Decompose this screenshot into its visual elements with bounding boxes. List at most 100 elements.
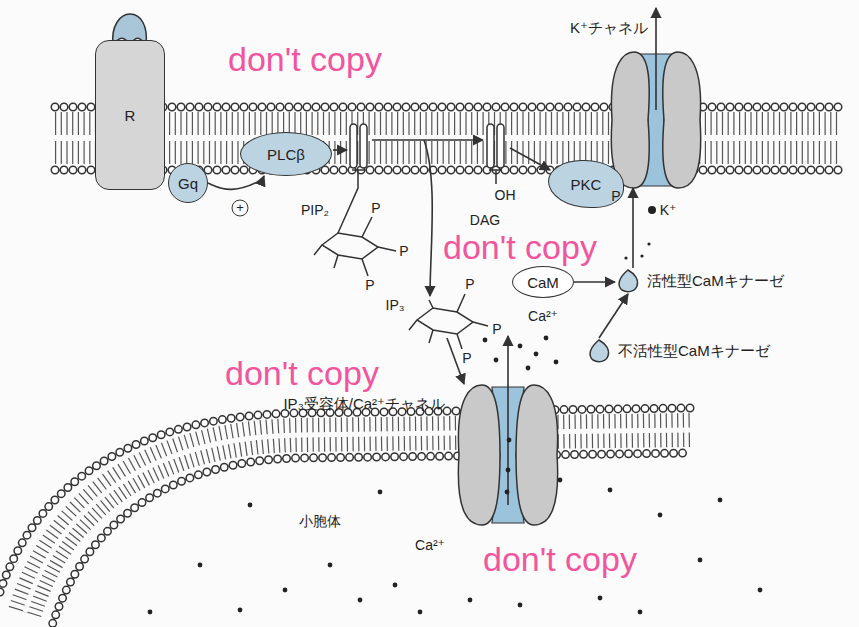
molecule-shape: CaM	[512, 266, 574, 298]
node-label: PKC	[571, 176, 602, 193]
callout-label: IP₃	[386, 297, 405, 313]
channel-node: IP₃受容体/Ca²⁺チャネル	[455, 385, 561, 525]
dot	[198, 563, 203, 568]
callout-label: P	[465, 276, 474, 292]
reaction-arrow	[510, 148, 550, 170]
watermark: don't copy	[228, 42, 382, 76]
callout-label: OH	[495, 187, 516, 203]
dot	[148, 610, 153, 615]
signal-arrow	[574, 281, 615, 283]
dot	[505, 490, 510, 495]
dot	[518, 344, 523, 349]
channel-subunit	[663, 52, 701, 188]
dot	[483, 338, 488, 343]
node-label: K⁺チャネル	[570, 19, 648, 38]
callout-label: P	[611, 188, 620, 204]
dot	[526, 366, 531, 371]
kinase-outline	[615, 268, 641, 294]
lipid-heads	[0, 408, 690, 592]
node-label: R	[125, 107, 136, 124]
callout-label: P	[365, 277, 374, 293]
kinase-shape: 活性型CaMキナーゼ	[615, 268, 784, 294]
plasma-membrane	[52, 107, 840, 170]
dot	[328, 563, 333, 568]
lipid-heads	[55, 104, 840, 110]
callout-label: P	[492, 321, 501, 337]
watermark: don't copy	[483, 542, 637, 576]
node-label: 活性型CaMキナーゼ	[647, 272, 784, 289]
channel-subunit	[611, 52, 649, 188]
kinase-body	[619, 270, 637, 292]
reaction-arrow	[424, 140, 432, 296]
dot	[598, 596, 603, 601]
dot	[698, 558, 703, 563]
callout-label: K⁺	[660, 202, 677, 218]
dot	[624, 256, 627, 259]
ion-flow-arrow	[507, 336, 509, 505]
lipid-tail	[487, 124, 494, 168]
inositol-ring	[314, 217, 396, 276]
er-membrane	[0, 408, 690, 627]
callout-label: +	[232, 200, 249, 217]
dot	[758, 588, 763, 593]
dot	[558, 478, 563, 483]
signal-arrow	[632, 188, 634, 268]
dot	[718, 498, 723, 503]
callout-label: P	[371, 200, 380, 216]
k-ion	[648, 206, 656, 214]
dot	[378, 490, 383, 495]
lipid-heads	[55, 103, 840, 112]
dot	[468, 598, 473, 603]
dot	[638, 610, 643, 615]
callout-label: DAG	[470, 212, 500, 228]
lipid-heads	[50, 453, 690, 627]
reaction-arrow	[447, 338, 464, 384]
glycerol-link	[338, 170, 365, 233]
dag-molecule	[487, 124, 504, 184]
dot	[358, 598, 363, 603]
node-label: Gq	[178, 175, 198, 192]
dot	[647, 242, 650, 245]
watermark: don't copy	[225, 356, 379, 390]
callout-label: PIP₂	[301, 202, 329, 218]
kinase-body	[590, 340, 608, 362]
signal-arrow	[599, 294, 628, 338]
lipid-heads	[50, 453, 690, 627]
kinase-outline	[586, 338, 612, 364]
glycerol-link	[489, 170, 502, 184]
dot	[506, 468, 511, 473]
kinase-shape: 不活性型CaMキナーゼ	[586, 338, 770, 364]
channel-subunit	[516, 385, 558, 525]
dot	[658, 513, 663, 518]
dot	[518, 603, 523, 608]
lipid-tail	[360, 124, 367, 168]
molecule-shape: PLCβ	[240, 132, 332, 176]
node-label: PLCβ	[267, 146, 305, 163]
dot	[238, 608, 243, 613]
node-label: IP₃受容体/Ca²⁺チャネル	[283, 395, 445, 414]
dot	[534, 352, 539, 357]
reaction-arrow	[333, 149, 347, 151]
dot	[248, 503, 253, 508]
ion-flow-arrow	[655, 8, 657, 110]
node-label: CaM	[527, 274, 559, 291]
dot	[544, 336, 549, 341]
dot	[393, 583, 398, 588]
channel-node: K⁺チャネル	[606, 52, 706, 188]
dot	[507, 438, 512, 443]
calcium-ions	[148, 242, 763, 614]
callout-label: 小胞体	[299, 513, 341, 531]
signal-arrow	[208, 176, 264, 189]
molecule-shape: R	[95, 40, 165, 190]
watermark: don't copy	[443, 230, 597, 264]
node-label: 不活性型CaMキナーゼ	[618, 342, 770, 359]
membrane-midline	[52, 135, 840, 141]
callout-label: P	[399, 243, 408, 259]
channel-subunit	[458, 385, 500, 525]
lipid-tail	[350, 124, 357, 168]
dot	[494, 358, 499, 363]
lipid-heads	[0, 408, 690, 592]
callout-label: Ca²⁺	[415, 537, 445, 553]
dot	[640, 254, 643, 257]
